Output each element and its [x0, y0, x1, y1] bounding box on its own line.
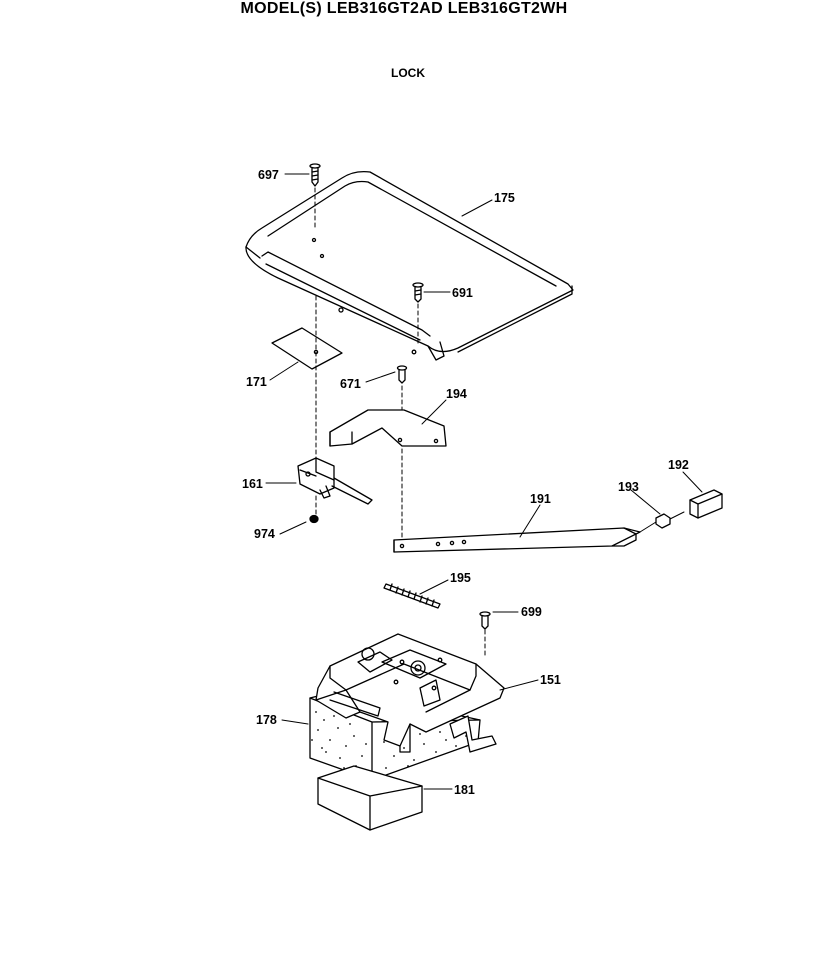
callout-671: 671 — [340, 377, 361, 391]
pin-193 — [655, 513, 671, 529]
screw-691 — [412, 282, 424, 303]
callout-181: 181 — [454, 783, 475, 797]
callout-178: 178 — [256, 713, 277, 727]
callout-171: 171 — [246, 375, 267, 389]
callout-191: 191 — [530, 492, 551, 506]
spring-195 — [383, 583, 441, 609]
callout-195: 195 — [450, 571, 471, 585]
plate-171 — [271, 327, 343, 370]
bracket-194 — [329, 409, 447, 447]
callout-691: 691 — [452, 286, 473, 300]
callout-175: 175 — [494, 191, 515, 205]
screw-699 — [479, 611, 491, 630]
cover-plate-175 — [245, 170, 574, 361]
screw-697 — [309, 163, 321, 187]
knob-192 — [689, 489, 723, 519]
callout-194: 194 — [446, 387, 467, 401]
callout-699: 699 — [521, 605, 542, 619]
callout-974: 974 — [254, 527, 275, 541]
box-181 — [317, 765, 423, 831]
section-title: LOCK — [391, 66, 425, 80]
model-title: MODEL(S) LEB316GT2AD LEB316GT2WH — [240, 0, 568, 17]
nut-974 — [309, 514, 319, 524]
callout-151: 151 — [540, 673, 561, 687]
callout-161-switch: 161 — [242, 477, 263, 491]
callout-192: 192 — [668, 458, 689, 472]
callout-697: 697 — [258, 168, 279, 182]
lock-assembly-151 — [315, 633, 505, 753]
lock-rod-191 — [393, 527, 641, 553]
switch-161 — [297, 457, 373, 505]
screw-671 — [396, 365, 408, 384]
callout-193: 193 — [618, 480, 639, 494]
